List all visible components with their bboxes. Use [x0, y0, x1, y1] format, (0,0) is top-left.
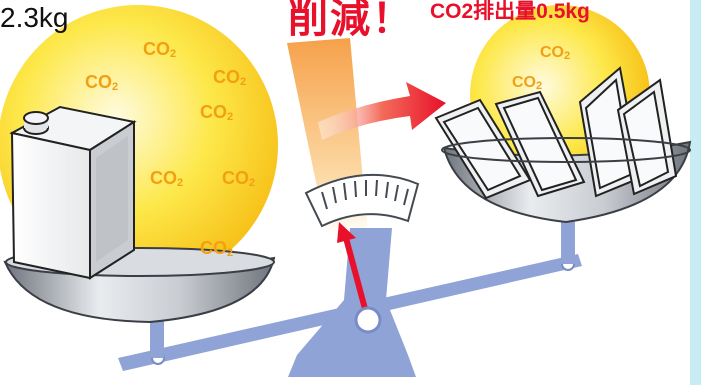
- side-strip: [690, 0, 701, 385]
- scale-stand: [288, 228, 416, 377]
- pivot-joint: [354, 306, 382, 334]
- co2-label: CO2: [85, 72, 119, 93]
- transfer-arrow: [318, 82, 446, 140]
- co2-label: CO2: [213, 67, 247, 88]
- needle-tip: [337, 222, 356, 243]
- co2-label: CO2: [200, 102, 234, 123]
- co2-label: CO2: [200, 238, 234, 259]
- co2-label: CO2: [540, 44, 571, 62]
- co2-label: CO2: [150, 168, 184, 189]
- left-weight-label: 2.3kg: [0, 2, 69, 33]
- gauge-ticks: [321, 179, 409, 210]
- co2-label: CO2: [143, 39, 177, 60]
- reduction-headline: 削減！: [288, 0, 414, 41]
- emission-label: CO2排出量0.5kg: [430, 0, 590, 23]
- right-pan-rim: [441, 137, 691, 163]
- gauge-needle: [343, 237, 371, 321]
- co2-label: CO2: [222, 168, 256, 189]
- co2-label: CO2: [512, 74, 543, 92]
- left-pan-stem: [150, 318, 164, 358]
- oil-can: [9, 105, 137, 280]
- right-pan-stem: [561, 222, 575, 264]
